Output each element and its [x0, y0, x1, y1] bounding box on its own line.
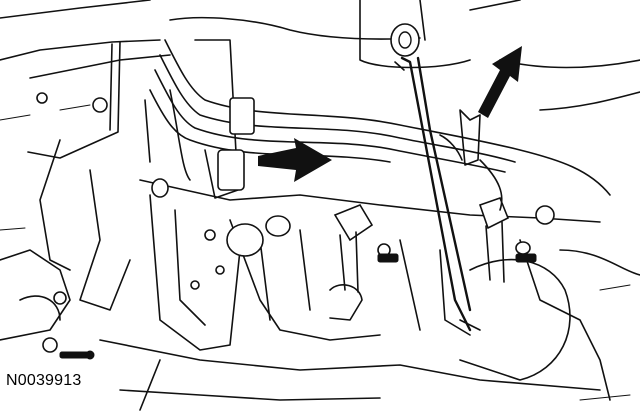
intake-cover — [0, 0, 640, 159]
arrow-center-icon — [258, 138, 332, 182]
engine-block — [0, 139, 640, 411]
bolts — [59, 253, 537, 360]
figure-id-label: N0039913 — [6, 372, 82, 389]
wiring-harness — [144, 39, 611, 199]
arrow-upper-right-icon — [478, 46, 522, 118]
oil-dipstick — [390, 23, 481, 332]
bracket — [439, 109, 503, 211]
fuel-injectors — [333, 196, 510, 293]
hatching — [0, 104, 631, 401]
